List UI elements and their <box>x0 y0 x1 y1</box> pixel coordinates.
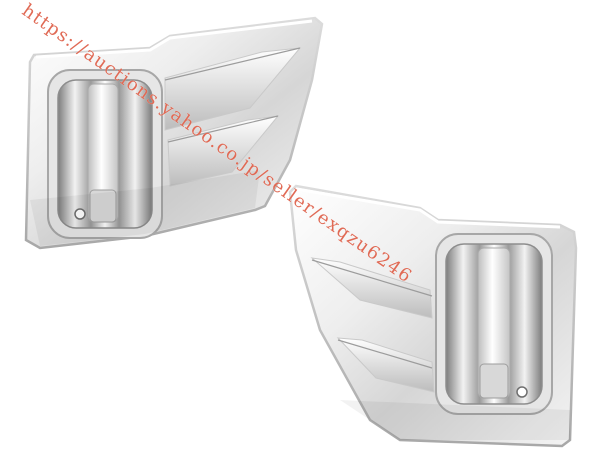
left-handle-cover <box>24 16 324 250</box>
right-handle-cover <box>288 184 578 448</box>
